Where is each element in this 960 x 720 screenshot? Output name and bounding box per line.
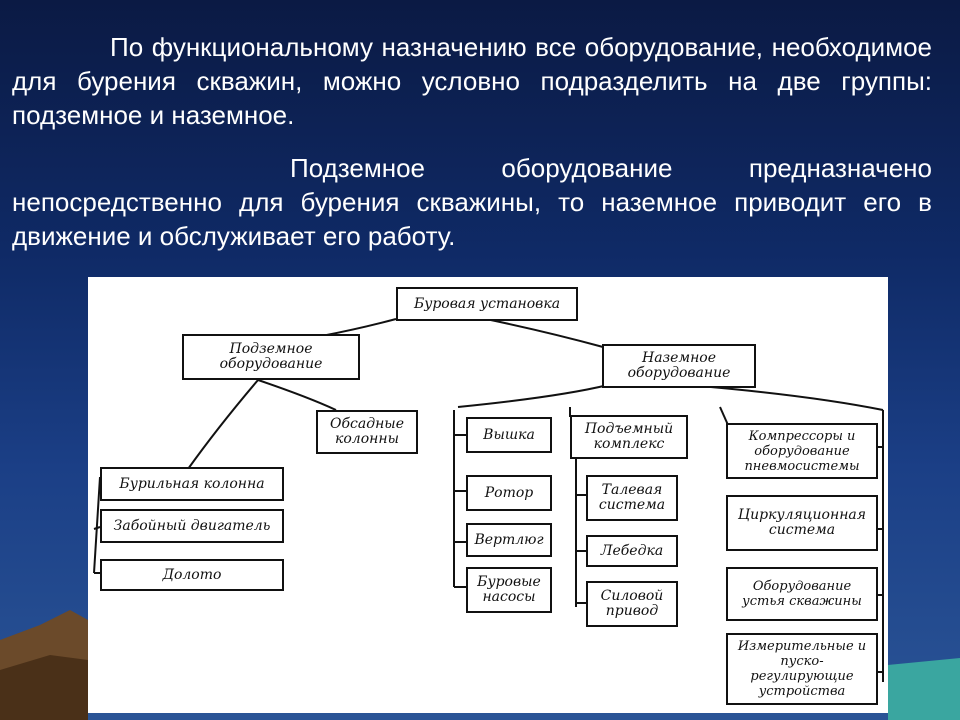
- box-bit: Долото: [100, 559, 284, 591]
- detail-paragraph: Подземное оборудование предназначено неп…: [12, 153, 932, 251]
- box-underground-equipment: Подземное оборудование: [182, 334, 360, 380]
- intro-paragraph: По функциональному назначению все оборуд…: [12, 32, 932, 130]
- box-rotor: Ротор: [466, 475, 552, 511]
- equipment-diagram: Буровая установка Подземное оборудование…: [88, 277, 888, 713]
- box-derrick: Вышка: [466, 417, 552, 453]
- box-casing: Обсадные колонны: [316, 410, 418, 454]
- box-drill-string: Бурильная колонна: [100, 467, 284, 501]
- box-downhole-motor: Забойный двигатель: [100, 509, 284, 543]
- box-power-drive: Силовой привод: [586, 581, 678, 627]
- box-hoisting-complex: Подъемный комплекс: [570, 415, 688, 459]
- box-circulation-system: Циркуляционная система: [726, 495, 878, 551]
- box-compressors: Компрессоры и оборудование пневмосистемы: [726, 423, 878, 479]
- box-surface-equipment: Наземное оборудование: [602, 344, 756, 388]
- box-drilling-rig: Буровая установка: [396, 287, 578, 321]
- box-block-system: Талевая система: [586, 475, 678, 521]
- box-instruments: Измерительные и пуско-регулирующие устро…: [726, 633, 878, 705]
- box-swivel: Вертлюг: [466, 523, 552, 557]
- box-drawworks: Лебедка: [586, 535, 678, 567]
- mountain-background: [0, 610, 960, 720]
- box-mud-pumps: Буровые насосы: [466, 567, 552, 613]
- box-wellhead-equipment: Оборудование устья скважины: [726, 567, 878, 621]
